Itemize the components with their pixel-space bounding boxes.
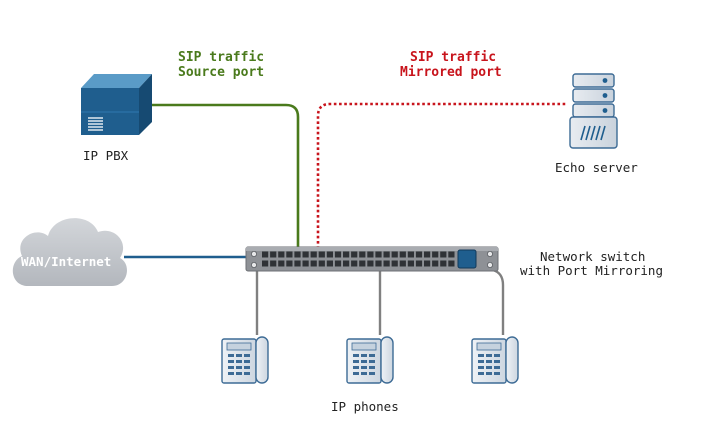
switch-port xyxy=(286,251,293,258)
server-icon xyxy=(569,73,618,149)
switch-port xyxy=(302,251,309,258)
switch-port xyxy=(318,260,325,267)
switch-port xyxy=(318,251,325,258)
switch-port xyxy=(432,260,439,267)
phone-cable-right xyxy=(492,268,505,335)
switch-port xyxy=(424,260,431,267)
switch-port xyxy=(343,260,350,267)
switch-port xyxy=(359,251,366,258)
switch-port xyxy=(367,251,374,258)
switch-port xyxy=(391,251,398,258)
switch-port xyxy=(294,251,301,258)
switch-port xyxy=(391,260,398,267)
mirrored-link-label-1: SIP traffic xyxy=(410,50,496,65)
switch-port xyxy=(262,260,269,267)
switch-port xyxy=(286,260,293,267)
phone-icon xyxy=(221,336,269,384)
switch-port xyxy=(310,251,317,258)
switch-icon xyxy=(245,246,499,272)
source-port-link xyxy=(152,103,300,252)
switch-port xyxy=(399,260,406,267)
ip-pbx-label: IP PBX xyxy=(83,148,129,163)
echo-server-label: Echo server xyxy=(555,160,638,175)
switch-port xyxy=(407,260,414,267)
switch-port xyxy=(432,251,439,258)
switch-label-2: with Port Mirroring xyxy=(520,263,663,278)
switch-port xyxy=(399,251,406,258)
switch-port xyxy=(334,260,342,267)
switch-port xyxy=(448,251,455,258)
switch-port xyxy=(440,251,447,258)
switch-port xyxy=(383,251,390,258)
switch-port xyxy=(278,260,285,267)
switch-port xyxy=(326,251,333,258)
switch-port xyxy=(270,260,277,267)
phone-icon xyxy=(471,336,519,384)
switch-port xyxy=(343,251,350,258)
switch-port xyxy=(407,251,414,258)
switch-port xyxy=(351,260,358,267)
source-link-label-2: Source port xyxy=(178,65,264,80)
source-link-label-1: SIP traffic xyxy=(178,50,264,65)
switch-port xyxy=(270,251,277,258)
cloud-icon xyxy=(12,218,127,286)
switch-port xyxy=(415,251,423,258)
switch-port xyxy=(262,251,269,258)
switch-port xyxy=(359,260,366,267)
switch-port xyxy=(278,251,285,258)
switch-port xyxy=(375,251,382,258)
switch-port xyxy=(440,260,447,267)
mirrored-link-label-2: Mirrored port xyxy=(400,65,502,80)
switch-port xyxy=(294,260,301,267)
mirrored-port-link xyxy=(316,102,567,254)
switch-port xyxy=(351,251,358,258)
switch-port xyxy=(310,260,317,267)
switch-label-1: Network switch xyxy=(540,249,645,264)
switch-port xyxy=(415,260,423,267)
pbx-icon xyxy=(81,74,152,135)
wan-label: WAN/Internet xyxy=(21,254,111,269)
switch-port xyxy=(424,251,431,258)
phone-icon xyxy=(346,336,394,384)
switch-port xyxy=(302,260,309,267)
switch-port xyxy=(326,260,333,267)
switch-port xyxy=(448,260,455,267)
switch-port xyxy=(375,260,382,267)
ip-phones-label: IP phones xyxy=(331,399,399,414)
switch-port xyxy=(334,251,342,258)
switch-port xyxy=(367,260,374,267)
switch-port xyxy=(383,260,390,267)
